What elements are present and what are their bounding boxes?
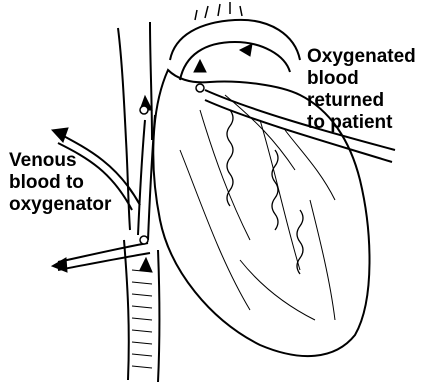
venous-blood-label: Venous blood to oxygenator [9, 150, 111, 216]
oxygenated-line-3: returned [307, 90, 416, 112]
venous-line-1: Venous [9, 150, 111, 172]
venous-line-3: oxygenator [9, 194, 111, 216]
aorta [170, 2, 300, 80]
venous-line-2: blood to [9, 172, 111, 194]
oxygenated-line-1: Oxygenated [307, 46, 416, 68]
oxygenated-blood-label: Oxygenated blood returned to patient [307, 46, 416, 134]
oxygenated-line-4: to patient [307, 112, 416, 134]
oxygenated-line-2: blood [307, 68, 416, 90]
